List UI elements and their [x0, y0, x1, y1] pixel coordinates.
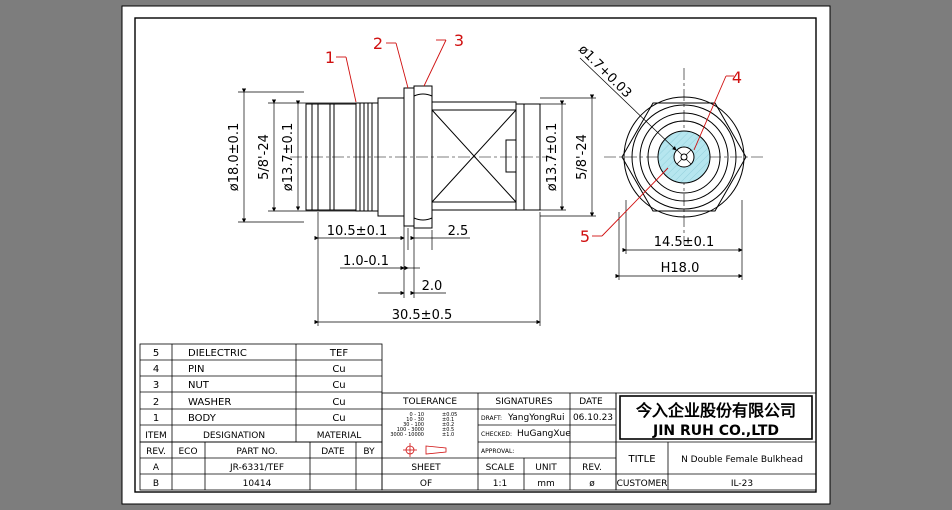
bom-item: 3 [153, 380, 159, 391]
dim-hex-18: H18.0 [661, 261, 700, 276]
tolerance-value: ±0.2 [442, 422, 454, 428]
customer-label: CUSTOMER [617, 479, 668, 489]
rev-row-part: 10414 [243, 479, 272, 489]
tolerance-value: ±0.5 [442, 427, 454, 433]
signatures-title: SIGNATURES [495, 397, 553, 407]
draft-label: DRAFT: [481, 415, 502, 422]
bom-header-item: ITEM [145, 431, 167, 441]
dim-length-30-5: 30.5±0.5 [392, 308, 453, 323]
customer-value: IL-23 [731, 479, 753, 489]
rev-row-rev: B [153, 479, 159, 489]
balloon-5: 5 [580, 227, 590, 246]
unit-label: UNIT [535, 463, 557, 473]
projection-symbol-icon [403, 443, 447, 457]
sheet-label: SHEET [411, 463, 441, 473]
approval-label: APPROVAL: [481, 448, 514, 455]
bore-circle [647, 120, 721, 194]
bom-material: Cu [332, 397, 345, 408]
bom-item: 1 [153, 413, 159, 424]
dim-thread-right: 5/8'-24 [575, 134, 590, 180]
balloon-1: 1 [325, 48, 335, 67]
bom-header-material: MATERIAL [317, 431, 362, 441]
rev-header-part: PART NO. [236, 447, 277, 457]
company-name-cn: 今入企业股份有限公司 [635, 401, 796, 420]
tolerance-range: 30 - 100 [403, 422, 424, 428]
signatures-date-label: DATE [579, 397, 603, 407]
dim-length-10-5: 10.5±0.1 [327, 224, 388, 239]
rev-header-eco: ECO [178, 447, 197, 457]
title-value: N Double Female Bulkhead [681, 455, 803, 465]
front-view [305, 85, 541, 229]
dim-diameter-13-7-right: ø13.7±0.1 [545, 123, 560, 191]
bom-item: 4 [153, 364, 159, 375]
draft-name: YangYongRui [507, 413, 564, 423]
dim-length-2-0: 2.0 [422, 279, 443, 294]
dim-length-1-0: 1.0-0.1 [343, 254, 389, 269]
balloon-2: 2 [373, 34, 383, 53]
revision-table [139, 441, 383, 491]
title-block-right [615, 392, 817, 491]
sheet-value: OF [420, 479, 432, 489]
unit-value: mm [537, 479, 555, 489]
bom-material: TEF [329, 348, 348, 359]
bom-designation: BODY [188, 413, 217, 424]
bom-material: Cu [332, 380, 345, 391]
bom-item: 2 [153, 397, 159, 408]
revision-rows: REV. ECO PART NO. DATE BY A JR-6331/TEF … [146, 447, 375, 489]
tolerance-value: ±0.05 [442, 412, 457, 418]
scale-label: SCALE [486, 463, 515, 473]
tolerance-value: ±1.0 [442, 432, 454, 438]
hex-outline [621, 102, 747, 212]
body-right-nose [516, 103, 541, 211]
dim-length-2-5: 2.5 [448, 224, 469, 239]
dim-diameter-13-7-left: ø13.7±0.1 [281, 123, 296, 191]
hex-inscribed-circle [623, 96, 745, 218]
bom-header: ITEM DESIGNATION MATERIAL [145, 431, 361, 441]
rev-header-by: BY [363, 447, 375, 457]
tolerance-range: 3000 - 10000 [390, 432, 424, 438]
tolerance-range: 10 - 30 [406, 417, 424, 423]
title-block-middle [381, 392, 617, 491]
sheet-outer-border [121, 5, 831, 505]
tolerance-value: ±0.1 [442, 417, 454, 423]
title-label: TITLE [627, 454, 655, 465]
sheet-inner-border [134, 17, 817, 493]
rev-row-part: JR-6331/TEF [229, 463, 284, 473]
bom-designation: NUT [188, 380, 210, 391]
rev-header-date: DATE [321, 447, 345, 457]
tolerance-range: 0 - 10 [409, 412, 424, 418]
bom-item: 5 [153, 348, 159, 359]
bom-designation: DIELECTRIC [188, 348, 247, 359]
tolerance-table: 0 - 10 ±0.05 10 - 30 ±0.1 30 - 100 ±0.2 … [390, 412, 457, 438]
bom-header-designation: DESIGNATION [203, 431, 265, 441]
balloon-4: 4 [732, 68, 742, 87]
balloon-leaders [336, 39, 734, 237]
rev-row-rev: A [153, 463, 160, 473]
rev-header-rev: REV. [146, 447, 166, 457]
dim-diameter-18: ø18.0±0.1 [227, 123, 242, 191]
bom-designation: WASHER [188, 397, 231, 408]
front-dimension-lines [238, 88, 596, 326]
checked-label: CHECKED: [481, 431, 512, 438]
balloon-3: 3 [454, 31, 464, 50]
draft-date: 06.10.23 [573, 413, 613, 423]
bom-rows: 5 DIELECTRIC TEF 4 PIN Cu 3 NUT Cu 2 WAS… [153, 348, 349, 424]
bom-material: Cu [332, 364, 345, 375]
bom-designation: PIN [188, 364, 204, 375]
tolerance-range: 100 - 3000 [397, 427, 424, 433]
dim-flat-14-5: 14.5±0.1 [654, 235, 715, 250]
bom-table [139, 343, 383, 443]
end-dimension-lines [579, 57, 743, 280]
rev-label: REV. [582, 463, 602, 473]
company-name-en: JIN RUH CO.,LTD [652, 423, 779, 439]
rev-value: ø [589, 479, 595, 489]
dim-thread-left: 5/8'-24 [257, 134, 272, 180]
body-right-hex [431, 101, 517, 211]
scale-value: 1:1 [493, 479, 507, 489]
checked-name: HuGangXue [517, 429, 571, 439]
tolerance-title: TOLERANCE [402, 397, 457, 407]
bom-material: Cu [332, 413, 345, 424]
